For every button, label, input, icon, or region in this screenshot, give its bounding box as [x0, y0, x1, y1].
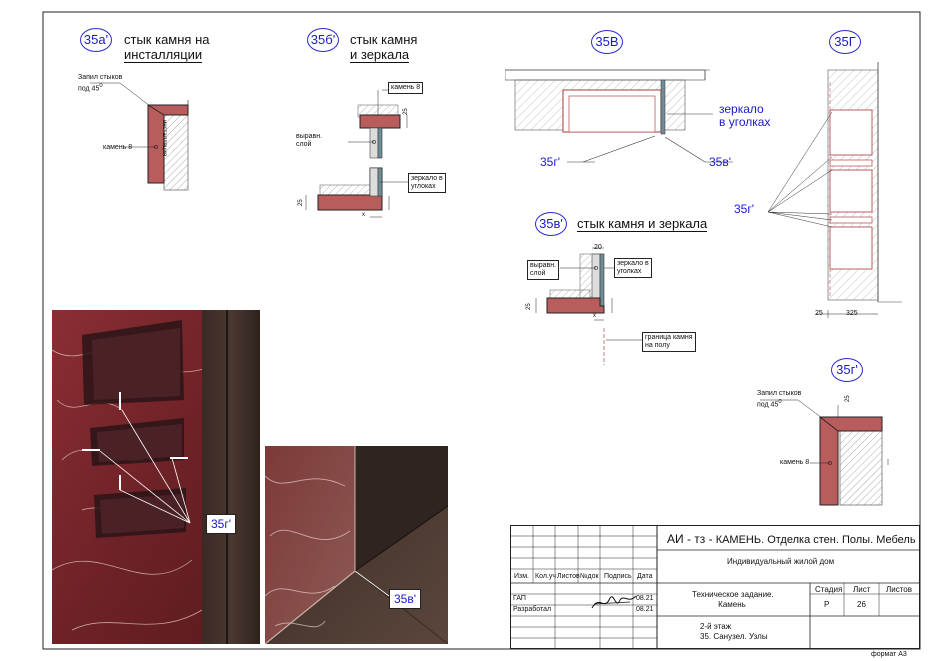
ref-35g-in-35v: 35г'	[540, 155, 561, 169]
format-label: формат А3	[871, 651, 907, 658]
tb-sheet-value: 26	[857, 600, 866, 609]
label-installation-35a: инсталляция	[161, 120, 167, 156]
photo-label-35g: 35г'	[206, 514, 237, 534]
dim-25-35b-bottom: 25	[298, 199, 304, 206]
dim-325-35g: 325	[846, 310, 858, 317]
dim-x-35b: х	[362, 212, 365, 218]
dim-20-35v2: 20	[594, 244, 602, 251]
detail-drawing-35g	[767, 62, 902, 318]
detail-tag-35g: 35Г	[829, 30, 861, 54]
signature	[591, 595, 637, 609]
tb-sheet-label: Лист	[853, 585, 871, 594]
tb-header-0: Изм.	[514, 573, 529, 580]
dim-25-35g: 25	[815, 310, 823, 317]
title-block-object: Индивидуальный жилой дом	[727, 557, 835, 566]
tb-stage-value: Р	[824, 600, 830, 609]
tb-sheets-label: Листов	[886, 585, 912, 594]
tb-date-1: 08.21	[636, 606, 654, 613]
detail-tag-35b: 35б'	[307, 28, 339, 52]
photo-corner	[265, 446, 448, 644]
detail-drawing-35v2	[535, 247, 642, 365]
ref-35g-in-35g: 35г'	[734, 202, 755, 216]
dim-25-35g2: 25	[845, 395, 851, 402]
label-leveling-35v2: выравн.слой	[527, 260, 560, 280]
detail-drawing-35g2	[760, 399, 889, 506]
detail-drawing-35b	[305, 89, 408, 218]
label-stone-35g2: камень 8	[780, 459, 810, 466]
tb-date-0: 08.21	[636, 595, 654, 602]
dim-25-35b-top: 25	[403, 108, 409, 115]
detail-title-35a: стык камня на инсталляции	[124, 32, 210, 63]
tb-header-3: №док	[580, 573, 599, 580]
title-block-doc: Техническое задание.Камень	[692, 590, 774, 609]
dim-25-35v2: 25	[526, 303, 532, 310]
tb-header-2: Листов	[557, 573, 580, 580]
tb-header-1: Кол.уч	[535, 573, 556, 580]
title-block-project: АИ - тз - КАМЕНЬ. Отделка стен. Полы. Ме…	[667, 532, 916, 546]
photo-niches	[52, 310, 260, 644]
label-stone-35b: камень 8	[388, 82, 424, 94]
detail-tag-35v2: 35в'	[535, 212, 567, 236]
label-stone-35a: камень 8	[103, 144, 133, 151]
dim-x-35v2: х	[593, 313, 596, 319]
tb-header-4: Подпись	[604, 573, 632, 580]
detail-tag-35v: 35В	[591, 30, 623, 54]
leaders-35v	[567, 113, 733, 163]
title-block-grid	[510, 525, 920, 649]
detail-drawing-35v	[505, 69, 710, 135]
detail-tag-35a: 35а'	[80, 28, 112, 52]
label-leveling-35b: выравн.слой	[296, 133, 323, 148]
tb-role-1: Разработал	[513, 606, 552, 613]
detail-title-35b: стык камня и зеркала	[350, 32, 418, 63]
ref-35v-in-35v: 35в'	[709, 155, 732, 169]
tb-role-0: ГАП	[513, 595, 526, 602]
tb-header-5: Дата	[637, 573, 653, 580]
tb-stage-label: Стадия	[815, 585, 843, 594]
detail-drawing-35a	[90, 82, 189, 191]
photo-label-35v: 35в'	[389, 589, 422, 609]
detail-title-35v2: стык камня и зеркала	[577, 216, 708, 232]
detail-tag-35g2: 35г'	[831, 358, 863, 382]
